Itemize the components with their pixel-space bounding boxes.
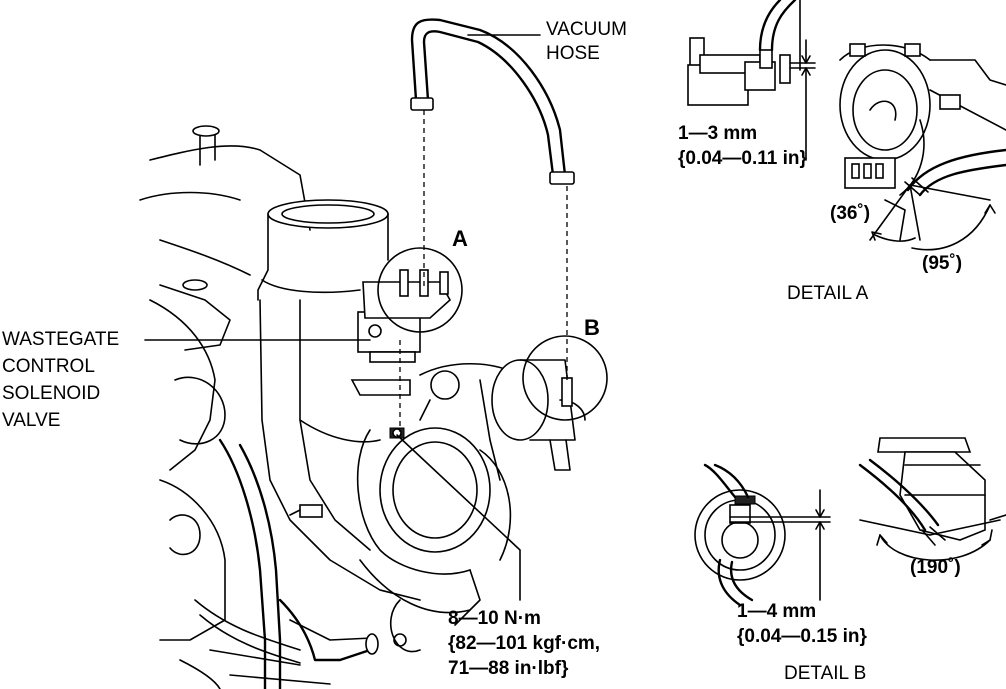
wastegate-label-line4: VALVE — [2, 410, 61, 431]
callout-a-label: A — [452, 226, 468, 251]
solenoid-valve-shape — [350, 269, 452, 439]
vacuum-hose-shape — [410, 18, 575, 185]
wastegate-label-line1: WASTEGATE — [2, 329, 120, 350]
detail-b-gap-line2: {0.04—0.15 in} — [737, 626, 867, 647]
engine-outline — [139, 125, 379, 689]
detail-a-angle-large: (95˚) — [922, 253, 963, 274]
torque-line3: 71—88 in·lbf} — [448, 658, 569, 679]
detail-a-angle-small: (36˚) — [830, 203, 871, 224]
detail-a-gap-line2: {0.04—0.11 in} — [678, 148, 807, 169]
callout-circle-b — [522, 335, 608, 421]
leader-lines — [144, 34, 541, 601]
detail-a-title: DETAIL A — [787, 283, 869, 304]
wastegate-label-line3: SOLENOID — [2, 383, 101, 404]
vacuum-hose-label-line1: VACUUM — [546, 19, 627, 40]
detail-a-gap-line1: 1—3 mm — [678, 123, 758, 144]
torque-line2: {82—101 kgf·cm, — [448, 633, 601, 654]
detail-b-gap-line1: 1—4 mm — [737, 601, 817, 622]
dashed-guides — [399, 110, 568, 432]
vacuum-hose-label-line2: HOSE — [546, 43, 600, 64]
detail-b-title: DETAIL B — [784, 663, 867, 684]
torque-line1: 8—10 N·m — [448, 608, 541, 629]
detail-b-angle: (190˚) — [910, 557, 961, 578]
inlet-pipe — [257, 199, 421, 601]
detail-a-illustration — [687, 0, 1006, 251]
wastegate-actuator — [491, 359, 586, 471]
callout-circle-a — [377, 247, 463, 333]
callout-b-label: B — [584, 315, 600, 340]
detail-b-illustration — [694, 437, 1006, 607]
wastegate-label-line2: CONTROL — [2, 356, 95, 377]
turbo-housing — [356, 363, 521, 653]
